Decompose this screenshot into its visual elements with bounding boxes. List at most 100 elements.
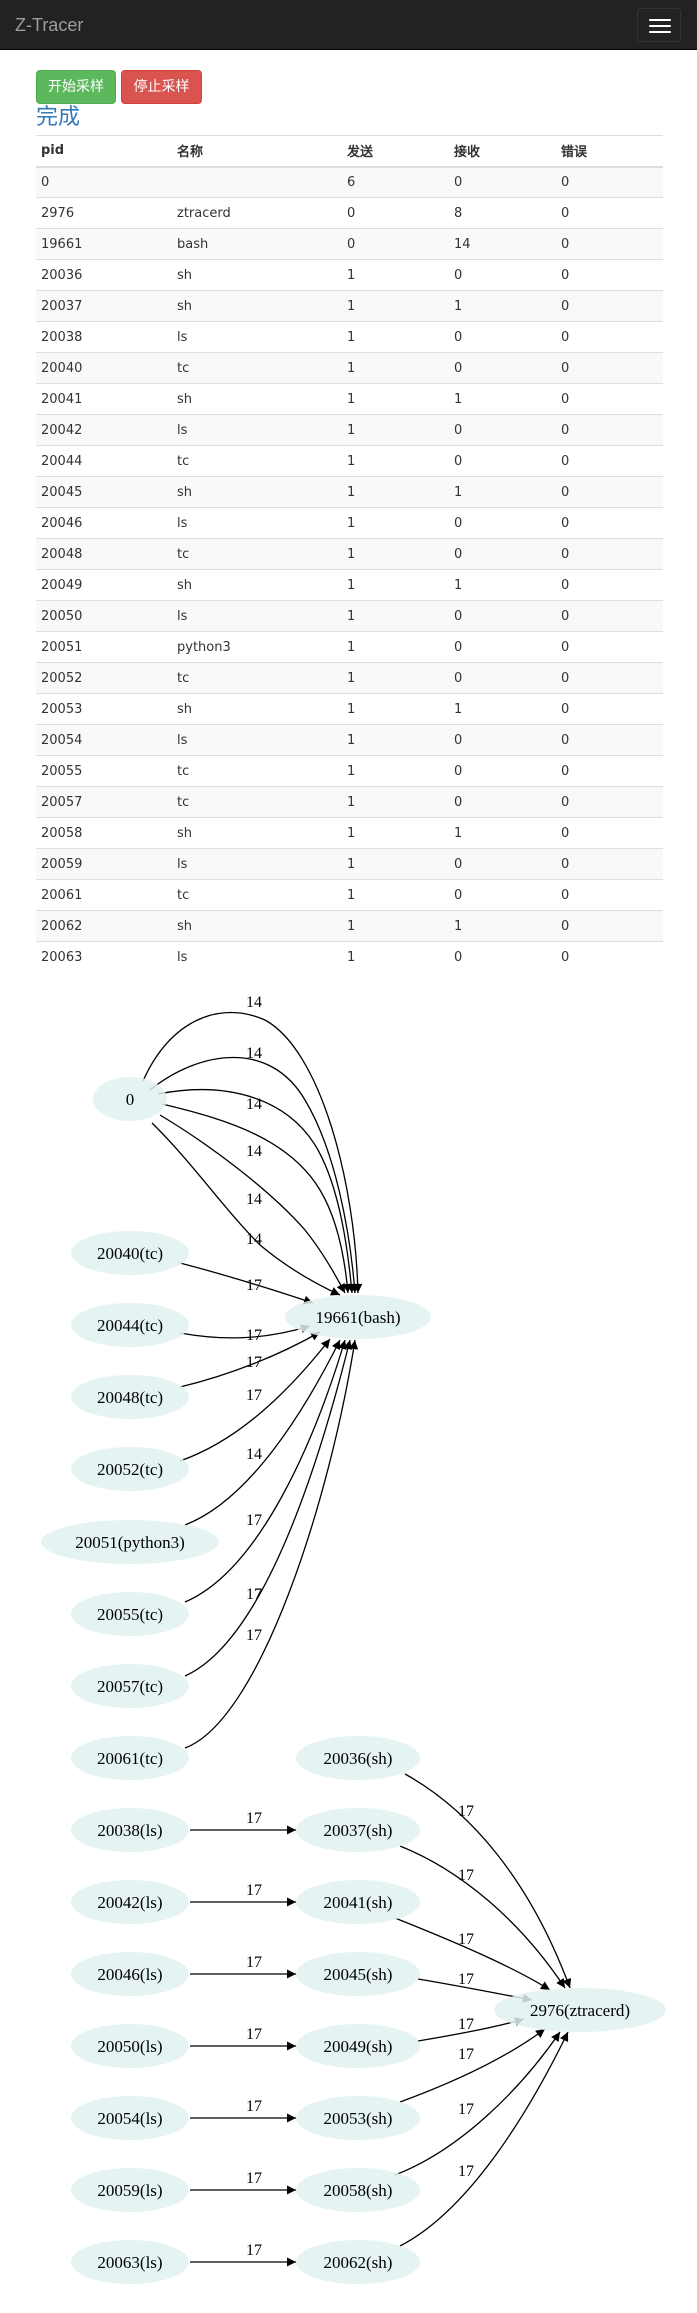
cell-errors: 0: [556, 228, 663, 260]
edge-label: 17: [246, 1354, 262, 1371]
cell-received: 0: [449, 600, 556, 632]
graph-node-shape: [296, 1952, 420, 1996]
graph-node: 20044(tc): [71, 1303, 189, 1347]
cell-name: ls: [172, 600, 342, 632]
edge-label: 17: [458, 1971, 474, 1988]
cell-pid: 20046: [36, 507, 172, 539]
edge-label: 17: [458, 2101, 474, 2118]
cell-received: 1: [449, 290, 556, 322]
cell-pid: 20058: [36, 817, 172, 849]
graph-edges: 1414141414141717171714171717171717171717…: [142, 994, 572, 2267]
cell-sent: 1: [342, 817, 449, 849]
cell-sent: 0: [342, 228, 449, 260]
cell-name: ztracerd: [172, 197, 342, 229]
graph-edge: [179, 1338, 331, 1462]
graph-nodes: 019661(bash)20040(tc)20044(tc)20048(tc)2…: [41, 1077, 666, 2284]
stop-sampling-button[interactable]: 停止采样: [121, 70, 202, 104]
cell-pid: 19661: [36, 228, 172, 260]
graph-node-shape: [71, 1592, 189, 1636]
cell-sent: 1: [342, 724, 449, 756]
graph-node-label: 20046(ls): [97, 1965, 162, 1984]
cell-errors: 0: [556, 538, 663, 570]
cell-pid: 20052: [36, 662, 172, 694]
cell-errors: 0: [556, 662, 663, 694]
graph-node: 20041(sh): [296, 1880, 420, 1924]
graph-node-label: 20048(tc): [97, 1388, 163, 1407]
graph-edge: [184, 1339, 359, 1749]
cell-name: ls: [172, 321, 342, 353]
cell-name: sh: [172, 259, 342, 291]
cell-name: sh: [172, 817, 342, 849]
hamburger-menu-icon-bar: [649, 25, 671, 27]
graph-node-shape: [71, 2024, 189, 2068]
cell-received: 14: [449, 228, 556, 260]
graph-node: 20045(sh): [296, 1952, 420, 1996]
graph-node-label: 20042(ls): [97, 1893, 162, 1912]
edge-label: 17: [458, 1931, 474, 1948]
cell-received: 0: [449, 662, 556, 694]
column-header-name: 名称: [172, 135, 342, 168]
cell-received: 1: [449, 910, 556, 942]
menu-toggle-button[interactable]: [637, 8, 681, 42]
cell-pid: 20050: [36, 600, 172, 632]
cell-errors: 0: [556, 383, 663, 415]
app-brand[interactable]: Z-Tracer: [15, 15, 84, 35]
start-sampling-button[interactable]: 开始采样: [36, 70, 116, 104]
cell-received: 0: [449, 445, 556, 477]
cell-name: ls: [172, 414, 342, 446]
graph-node: 20042(ls): [71, 1880, 189, 1924]
graph-node: 20040(tc): [71, 1231, 189, 1275]
cell-pid: 2976: [36, 197, 172, 229]
cell-sent: 1: [342, 538, 449, 570]
cell-name: ls: [172, 724, 342, 756]
cell-errors: 0: [556, 879, 663, 911]
cell-sent: 1: [342, 786, 449, 818]
cell-errors: 0: [556, 476, 663, 508]
cell-errors: 0: [556, 445, 663, 477]
edge-label: 14: [246, 1191, 262, 1208]
edge-label: 17: [458, 2046, 474, 2063]
cell-errors: 0: [556, 600, 663, 632]
graph-node-shape: [285, 1295, 431, 1339]
graph-node-shape: [296, 2024, 420, 2068]
edge-label: 14: [246, 1045, 262, 1062]
graph-node-shape: [93, 1077, 167, 1121]
edge-label: 14: [246, 994, 262, 1011]
cell-name: sh: [172, 290, 342, 322]
cell-errors: 0: [556, 910, 663, 942]
graph-node: 20049(sh): [296, 2024, 420, 2068]
cell-errors: 0: [556, 321, 663, 353]
edge-label: 17: [246, 1810, 262, 1827]
graph-node-shape: [71, 1447, 189, 1491]
cell-errors: 0: [556, 724, 663, 756]
cell-received: 0: [449, 321, 556, 353]
edge-label: 17: [246, 1882, 262, 1899]
graph-node: 20050(ls): [71, 2024, 189, 2068]
cell-received: 0: [449, 755, 556, 787]
cell-errors: 0: [556, 693, 663, 725]
graph-node: 20048(tc): [71, 1375, 189, 1419]
cell-name: sh: [172, 569, 342, 601]
cell-sent: 1: [342, 910, 449, 942]
cell-sent: 1: [342, 600, 449, 632]
cell-sent: 1: [342, 662, 449, 694]
graph-node: 20036(sh): [296, 1736, 420, 1780]
cell-pid: 20062: [36, 910, 172, 942]
cell-pid: 20038: [36, 321, 172, 353]
hamburger-menu-icon-bar: [649, 31, 671, 33]
graph-edge: [394, 1917, 551, 1991]
edge-label: 17: [246, 1327, 262, 1344]
cell-received: 0: [449, 786, 556, 818]
cell-name: tc: [172, 538, 342, 570]
graph-node-label: 20059(ls): [97, 2181, 162, 2200]
graph-node-label: 20061(tc): [97, 1749, 163, 1768]
cell-received: 1: [449, 569, 556, 601]
cell-received: 1: [449, 383, 556, 415]
graph-edge: [184, 1339, 347, 1603]
